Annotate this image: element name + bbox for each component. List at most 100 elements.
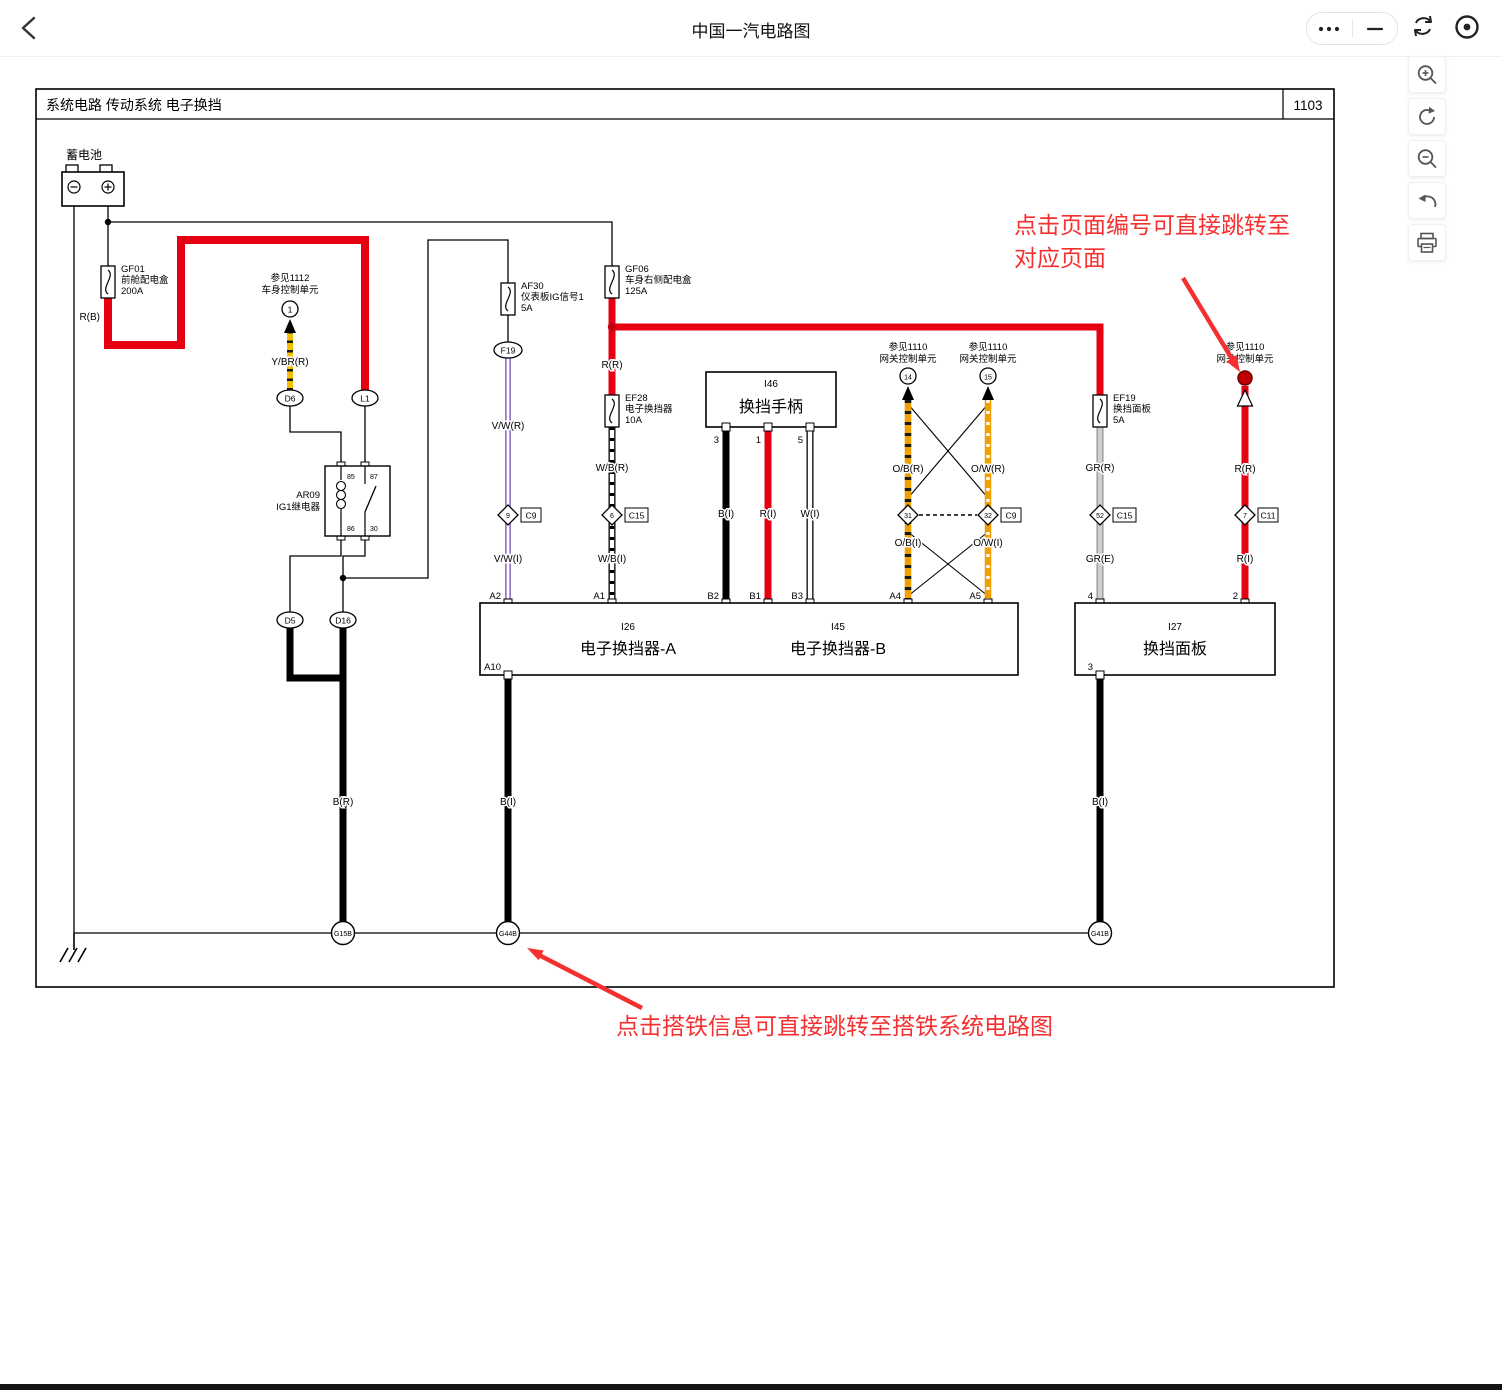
fuse-ef19-symbol	[1092, 394, 1108, 428]
terminal-b3: B3	[791, 591, 803, 602]
ref-bcm-see[interactable]: 参见1112	[271, 272, 310, 284]
wiring-diagram: 系统电路 传动系统 电子换挡 1103	[35, 88, 1335, 1039]
battery-label: 蓄电池	[66, 148, 102, 162]
wire-label: O/W(R)	[971, 464, 1005, 475]
relay-pin-86: 86	[347, 526, 355, 533]
terminal-3: 3	[1088, 662, 1093, 673]
terminal-a4: A4	[889, 591, 901, 602]
ellipsis-icon	[1319, 26, 1340, 31]
back-button[interactable]	[14, 13, 46, 43]
annotation-page-jump: 点击页面编号可直接跳转至 对应页面	[1014, 212, 1290, 372]
arrow-up-icon	[902, 386, 914, 400]
shifter-box-body	[479, 602, 1019, 676]
wire-label: W/B(R)	[596, 463, 629, 474]
handle-pin-1: 1	[756, 435, 761, 446]
relay-pin-85: 85	[347, 474, 355, 481]
ref-gwpage-see[interactable]: 参见1110	[1226, 341, 1265, 353]
arrow-up-outline-icon	[1236, 388, 1254, 407]
ref-bcm[interactable]: 参见1112 车身控制单元 1	[261, 272, 319, 333]
fuse-af30-symbol	[500, 282, 516, 316]
refresh-button[interactable]	[1408, 98, 1446, 135]
wire-relay30-to-d16	[342, 536, 366, 612]
c15-gr-tag	[1112, 507, 1137, 523]
ref-gateway-15[interactable]: 参见1110 网关控制单元 15	[959, 341, 1017, 400]
terminal-a2: A2	[489, 591, 501, 602]
fuse-ef19-id: EF19	[1113, 393, 1136, 404]
connector-l1-label: L1	[360, 394, 370, 404]
restore-button[interactable]	[1406, 12, 1440, 43]
page-number[interactable]: 1103	[1293, 98, 1322, 113]
fuse-ef19-rating: 5A	[1113, 415, 1125, 426]
fuse-ef19-name: 换挡面板	[1113, 403, 1152, 415]
wire-label: R(R)	[601, 360, 622, 371]
connector-d6	[276, 389, 304, 407]
wire-label: R(I)	[760, 509, 777, 520]
ground-g44b[interactable]	[495, 920, 521, 946]
handle-pin-5: 5	[798, 435, 803, 446]
wire-label: GR(R)	[1086, 463, 1115, 474]
ground-g41b-label[interactable]: G41B	[1091, 931, 1109, 938]
magnifier-plus-icon	[1417, 64, 1437, 84]
wire-label: B(I)	[1092, 797, 1108, 808]
c11-r-tag	[1257, 507, 1279, 523]
ground-g15b[interactable]	[330, 920, 356, 946]
junction-dot	[339, 674, 347, 682]
connector-d5	[276, 611, 304, 629]
close-button[interactable]	[1450, 12, 1484, 43]
ref-bcm-pin-circle[interactable]	[281, 300, 299, 318]
ref-gw14-pin-circle[interactable]	[899, 367, 917, 385]
wire-black-d5	[286, 628, 343, 682]
minimize-button[interactable]	[1353, 13, 1398, 44]
junction-dot	[607, 322, 617, 332]
thin-wires	[73, 206, 1100, 934]
wire-label: O/W(I)	[973, 538, 1002, 549]
ref-gw15-pin-circle[interactable]	[979, 367, 997, 385]
page-link-dot[interactable]	[1237, 370, 1253, 386]
wire-relay86-to-d5	[289, 536, 342, 612]
c15-wb-pin: 6	[610, 513, 614, 520]
window-capsule	[1306, 12, 1398, 45]
battery-body	[61, 171, 125, 207]
c9-vw-tag	[520, 507, 542, 523]
ref-gw15-see[interactable]: 参见1110	[969, 341, 1008, 353]
shifter-a-name: 电子换挡器-A	[580, 640, 676, 658]
wire-red-battery-feed	[104, 236, 369, 391]
connector-d16	[329, 611, 357, 629]
ground-g15b-label[interactable]: G15B	[334, 931, 352, 938]
magnifier-minus-icon	[1417, 148, 1437, 168]
ref-gateway-14[interactable]: 参见1110 网关控制单元 14	[879, 341, 937, 400]
more-options-button[interactable]	[1307, 13, 1352, 44]
c15-wb-tag	[624, 507, 649, 523]
diagram-title: 系统电路 传动系统 电子换挡	[46, 97, 222, 113]
wire-label: B(R)	[333, 797, 354, 808]
print-button[interactable]	[1408, 224, 1446, 261]
bottom-bar	[0, 1384, 1502, 1390]
chassis-ground-icon	[59, 933, 87, 963]
c9-ow-tag	[1000, 507, 1022, 523]
wire-label: O/B(I)	[895, 538, 922, 549]
top-bar: 中国一汽电路图	[0, 0, 1502, 57]
junction-dot	[339, 574, 347, 582]
circle-dot-icon	[1455, 15, 1479, 39]
relay-id: AR09	[296, 490, 320, 501]
zoom-in-button[interactable]	[1408, 56, 1446, 93]
ref-gw15-pin: 15	[984, 375, 992, 382]
relay-pin-30: 30	[370, 526, 378, 533]
wire-label: R(I)	[1237, 554, 1254, 565]
pass-connectors: D6 L1 F19 D5 D16	[276, 341, 523, 629]
fuse-ef28-id: EF28	[625, 393, 648, 404]
app-title: 中国一汽电路图	[691, 22, 811, 41]
zoom-out-button[interactable]	[1408, 140, 1446, 177]
panel-box-body	[1074, 602, 1276, 676]
c9-vw-pin: 9	[506, 513, 510, 520]
handle-box-name: 换挡手柄	[739, 398, 803, 416]
ref-gw14-see[interactable]: 参见1110	[889, 341, 928, 353]
ground-g44b-label[interactable]: G44B	[499, 931, 517, 938]
ref-gw15-name: 网关控制单元	[959, 353, 1017, 365]
wire-label: O/B(R)	[892, 464, 923, 475]
ground-g41b[interactable]	[1087, 920, 1113, 946]
undo-button[interactable]	[1408, 182, 1446, 219]
ref-gwpage-name: 网关控制单元	[1216, 353, 1274, 365]
annotation-text: 点击搭铁信息可直接跳转至搭铁系统电路图	[616, 1013, 1053, 1039]
wire-label: GR(E)	[1086, 554, 1114, 565]
